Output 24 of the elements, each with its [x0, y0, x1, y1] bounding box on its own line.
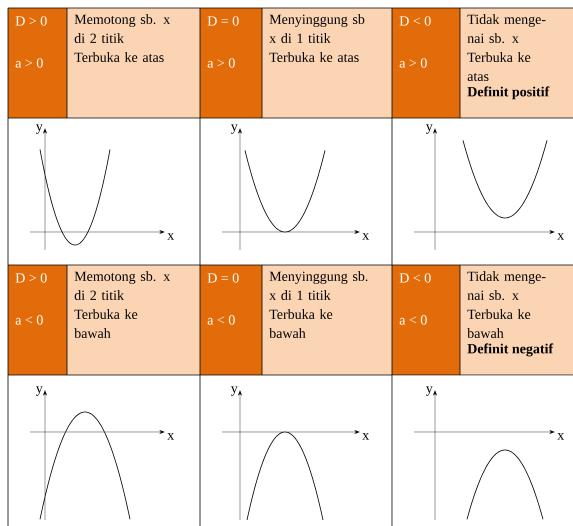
axis-label: x	[167, 433, 174, 440]
description-cell: Tidak menge-nai sb. x Terbuka ke atas Definit positif	[460, 8, 573, 118]
axis-label: x	[557, 233, 564, 240]
axis-label: y	[426, 124, 433, 134]
description-cell: Menyinggung sb x di 1 titik Terbuka ke atas	[262, 8, 392, 118]
axis-label: y	[36, 124, 43, 134]
condition-cell: D > 0 a < 0	[8, 265, 67, 375]
condition-cell: D = 0 a < 0	[200, 265, 262, 375]
condition-cell: D < 0 a < 0	[392, 265, 460, 375]
description-cell: Menyinggung sb. x di 1 titik Terbuka ke bawah	[262, 265, 392, 375]
axis-label: x	[362, 433, 370, 440]
axis-label: y	[36, 386, 43, 396]
condition-cell: D < 0 a > 0	[392, 8, 460, 118]
axis-label: x	[557, 433, 564, 440]
axis-label: y	[426, 386, 433, 396]
axis-label: y	[230, 124, 238, 134]
condition-cell: D > 0 a > 0	[8, 8, 67, 118]
description-cell: Memotong sb. x di 2 titik Terbuka ke atas	[67, 8, 200, 118]
axis-label: x	[167, 233, 174, 240]
axis-label: y	[230, 386, 238, 396]
description-cell: Memotong sb. x di 2 titik Terbuka ke bawah	[67, 265, 200, 375]
axis-label: x	[362, 233, 370, 240]
description-cell: Tidak menge-nai sb. x Terbuka ke bawah Definit negatif	[460, 265, 573, 375]
condition-cell: D = 0 a > 0	[200, 8, 262, 118]
